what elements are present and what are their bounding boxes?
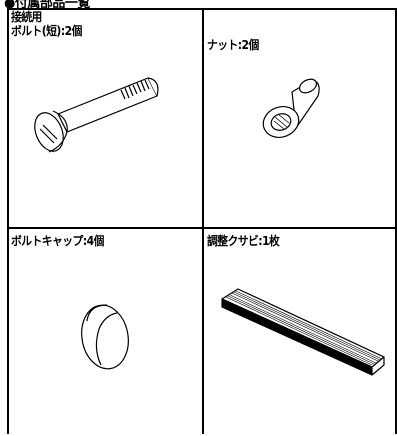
part-cell-bolt: 接続用 ボルト(短):2個 (11, 10, 90, 38)
part-label-wedge: 調整クサビ:1枚 (207, 234, 280, 248)
part-cell-nut: ナット:2個 (207, 38, 265, 52)
part-category-label: 接続用 (11, 10, 42, 24)
part-cell-bolt-cap: ボルトキャップ:4個 (11, 234, 114, 248)
wedge-illustration (221, 288, 385, 376)
part-cell-wedge: 調整クサビ:1枚 (207, 234, 287, 248)
grid-divider-horizontal (9, 227, 395, 229)
bolt-cap-illustration (81, 304, 129, 370)
bolt-illustration (34, 77, 159, 153)
part-label-bolt-cap: ボルトキャップ:4個 (11, 234, 104, 248)
grid-divider-vertical (202, 10, 204, 434)
parts-grid: 接続用 ボルト(短):2個 ナット:2個 ボルトキャップ:4個 (7, 8, 397, 434)
page-heading: ●付属部品一覧 (4, 0, 90, 11)
nut-illustration (262, 78, 320, 138)
part-label-nut: ナット:2個 (207, 38, 259, 52)
part-label-bolt: ボルト(短):2個 (11, 24, 82, 38)
